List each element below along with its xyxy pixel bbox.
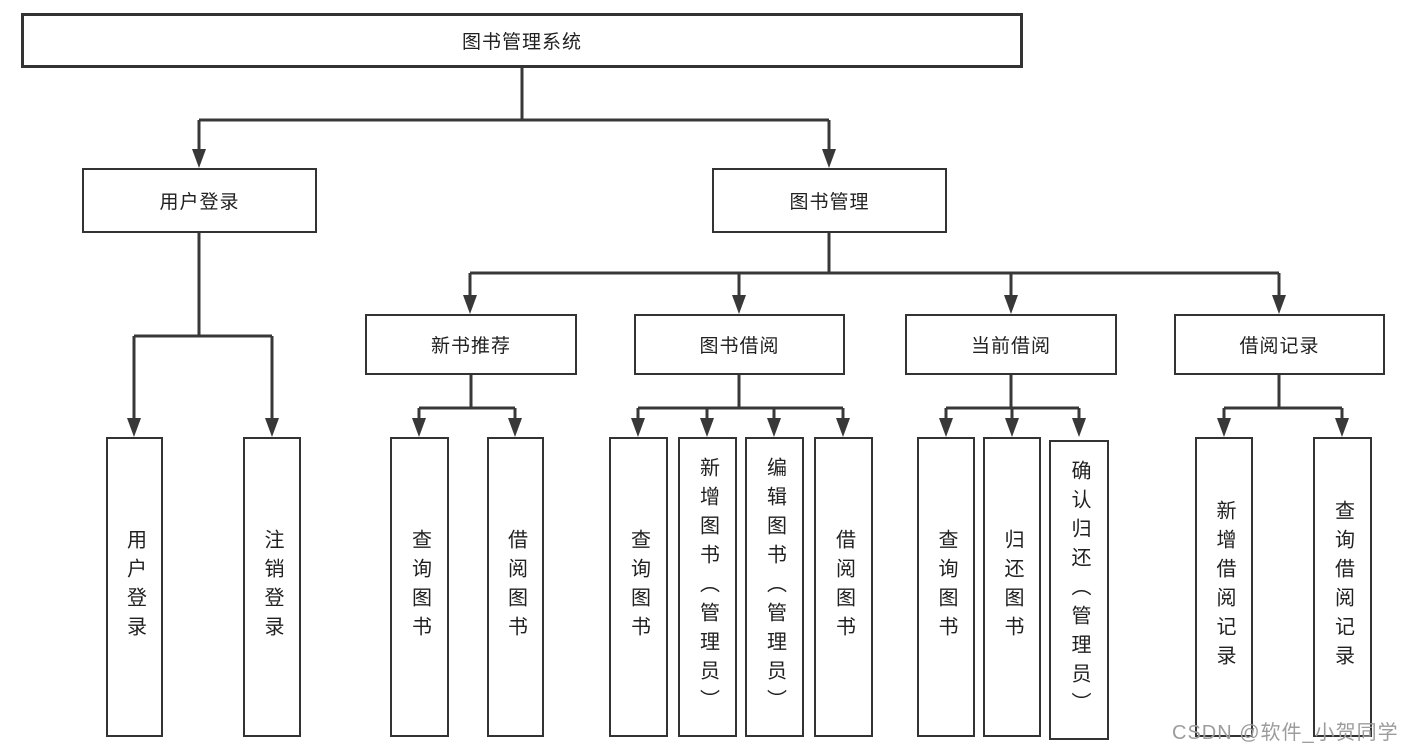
leaf-add-books-admin-label: 新增图书（管理员） bbox=[696, 456, 719, 718]
leaf-user-login: 用户登录 bbox=[106, 437, 163, 737]
leaf-edit-books-admin: 编辑图书（管理员） bbox=[745, 437, 804, 737]
leaf-confirm-return-admin: 确认归还（管理员） bbox=[1049, 440, 1109, 740]
leaf-rec-borrow-books: 借阅图书 bbox=[487, 437, 544, 737]
leaf-user-login-label: 用户登录 bbox=[123, 529, 146, 645]
leaf-add-books-admin: 新增图书（管理员） bbox=[678, 437, 737, 737]
node-book-borrow-label: 图书借阅 bbox=[699, 336, 780, 357]
leaf-logout: 注销登录 bbox=[243, 437, 301, 737]
leaf-return-books: 归还图书 bbox=[983, 437, 1041, 737]
leaf-borrow-query-books: 查询图书 bbox=[609, 437, 668, 737]
leaf-add-borrow-record: 新增借阅记录 bbox=[1195, 437, 1253, 737]
node-borrow-records-label: 借阅记录 bbox=[1239, 336, 1320, 357]
leaf-rec-query-books: 查询图书 bbox=[390, 437, 449, 737]
node-book-management-label: 图书管理 bbox=[789, 192, 870, 213]
leaf-borrow-query-books-label: 查询图书 bbox=[627, 529, 650, 645]
node-user-login-label: 用户登录 bbox=[159, 192, 240, 213]
node-root-label: 图书管理系统 bbox=[461, 32, 582, 53]
leaf-borrow-books-label: 借阅图书 bbox=[832, 529, 855, 645]
leaf-current-query-books-label: 查询图书 bbox=[935, 529, 957, 645]
node-borrow-records: 借阅记录 bbox=[1174, 314, 1385, 375]
leaf-rec-query-books-label: 查询图书 bbox=[408, 529, 431, 645]
leaf-current-query-books: 查询图书 bbox=[917, 437, 975, 737]
leaf-rec-borrow-books-label: 借阅图书 bbox=[504, 529, 527, 645]
leaf-add-borrow-record-label: 新增借阅记录 bbox=[1213, 500, 1235, 674]
node-new-book-recommend-label: 新书推荐 bbox=[430, 336, 511, 357]
leaf-confirm-return-admin-label: 确认归还（管理员） bbox=[1068, 459, 1090, 721]
csdn-watermark: CSDN @软件_小贺同学 bbox=[1172, 722, 1399, 744]
node-current-borrow: 当前借阅 bbox=[905, 314, 1117, 375]
leaf-logout-label: 注销登录 bbox=[261, 529, 283, 645]
node-current-borrow-label: 当前借阅 bbox=[970, 336, 1051, 357]
leaf-borrow-books: 借阅图书 bbox=[814, 437, 873, 737]
leaf-query-borrow-record: 查询借阅记录 bbox=[1313, 437, 1372, 737]
node-user-login: 用户登录 bbox=[82, 168, 317, 233]
node-book-management: 图书管理 bbox=[712, 168, 947, 233]
node-root: 图书管理系统 bbox=[21, 13, 1023, 68]
node-new-book-recommend: 新书推荐 bbox=[365, 314, 577, 375]
leaf-edit-books-admin-label: 编辑图书（管理员） bbox=[763, 456, 786, 718]
node-book-borrow: 图书借阅 bbox=[634, 314, 845, 375]
leaf-query-borrow-record-label: 查询借阅记录 bbox=[1331, 500, 1354, 674]
leaf-return-books-label: 归还图书 bbox=[1001, 529, 1023, 645]
